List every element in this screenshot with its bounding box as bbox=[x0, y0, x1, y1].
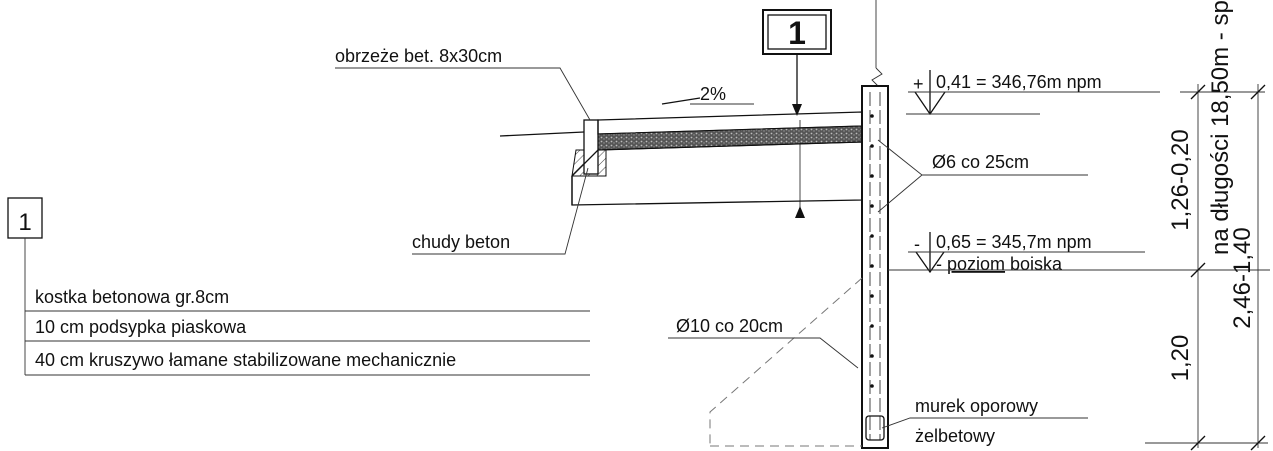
crushed-stone-layer bbox=[571, 141, 863, 206]
section-arrowhead-top bbox=[792, 104, 802, 116]
wall-label-leader bbox=[881, 417, 1088, 429]
stirrup bbox=[865, 415, 885, 441]
section-arrowhead-bottom bbox=[795, 206, 805, 218]
svg-text:na długości 18,50m - sp: na długości 18,50m - sp bbox=[1207, 0, 1234, 255]
ground-line bbox=[499, 131, 585, 137]
layer-row: 10 cm podsypka piaskowa bbox=[35, 317, 247, 337]
svg-text:1,26-0,20: 1,26-0,20 bbox=[1167, 129, 1194, 230]
layers-table: 1 kostka betonowa gr.8cm 10 cm podsypka … bbox=[7, 197, 590, 376]
curb-label: obrzeże bet. 8x30cm bbox=[335, 46, 502, 66]
curb bbox=[571, 119, 607, 177]
dimension-lines: 1,26-0,20 1,20 2,46-1,40 na długości 18,… bbox=[1145, 0, 1268, 451]
rebar-top-label: Ø6 co 25cm bbox=[932, 152, 1029, 172]
svg-text:1,20: 1,20 bbox=[1167, 335, 1194, 382]
svg-text:-: - bbox=[914, 234, 920, 254]
elevation-top: + 0,41 = 346,76m npm bbox=[906, 70, 1160, 116]
section-marker: 1 bbox=[762, 9, 832, 55]
section-marker-label: 1 bbox=[788, 15, 806, 51]
lean-concrete-label: chudy beton bbox=[412, 232, 510, 252]
svg-text:2,46-1,40: 2,46-1,40 bbox=[1229, 227, 1256, 328]
slope-label: 2% bbox=[700, 84, 726, 104]
svg-text:- poziom boiska: - poziom boiska bbox=[936, 254, 1063, 274]
retaining-wall bbox=[861, 85, 889, 449]
elevation-mid: - 0,65 = 345,7m npm - poziom boiska bbox=[888, 232, 1270, 274]
svg-text:0,41 = 346,76m npm: 0,41 = 346,76m npm bbox=[936, 72, 1102, 92]
rebar-bottom-leader bbox=[668, 337, 859, 369]
break-symbol bbox=[871, 67, 883, 87]
rebar-top-leader bbox=[877, 139, 923, 213]
rebar-bottom-label: Ø10 co 20cm bbox=[676, 316, 783, 336]
lean-concrete-leader bbox=[412, 167, 589, 255]
wall-label-line1: murek oporowy bbox=[915, 396, 1038, 416]
layers-table-marker-label: 1 bbox=[18, 209, 31, 236]
slope-line bbox=[661, 97, 701, 105]
pavement-layers bbox=[571, 111, 863, 206]
curb-leader bbox=[335, 67, 591, 121]
layer-row: kostka betonowa gr.8cm bbox=[35, 287, 229, 307]
foundation-dashed-outline bbox=[709, 277, 863, 448]
svg-text:+: + bbox=[913, 74, 924, 94]
lean-concrete-foundation bbox=[571, 149, 607, 177]
wall-label-line2: żelbetowy bbox=[915, 426, 995, 446]
svg-text:0,65 = 345,7m npm: 0,65 = 345,7m npm bbox=[936, 232, 1092, 252]
layer-row: 40 cm kruszywo łamane stabilizowane mech… bbox=[35, 350, 456, 370]
